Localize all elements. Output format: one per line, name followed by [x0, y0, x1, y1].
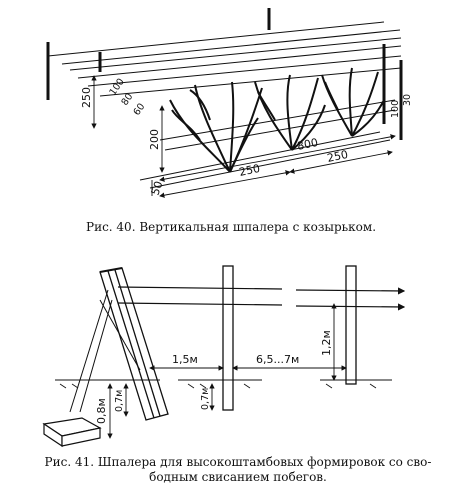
dimension-lines-41	[107, 303, 347, 439]
figure-41-trellis	[42, 265, 406, 448]
dim-length-total: 800	[296, 136, 319, 153]
wires-41	[117, 286, 406, 311]
figure-41-caption-line-2: бодным свисанием побегов.	[149, 470, 327, 484]
figure-40-caption-number: Рис. 40.	[86, 220, 136, 234]
anchor-block	[42, 417, 102, 448]
dim-depth-post-2: 0,7м	[200, 388, 211, 410]
dim-distance-2: 6,5...7м	[256, 353, 299, 366]
figure-40-caption-text: Вертикальная шпалера с козырьком.	[139, 220, 377, 234]
figure-40-caption: Рис. 40. Вертикальная шпалера с козырько…	[86, 220, 376, 234]
trellis-wires	[47, 21, 402, 151]
dimension-lines	[91, 75, 396, 198]
dim-right-b: 30	[402, 94, 413, 106]
dim-span-2: 250	[326, 148, 349, 165]
anchor-braces	[69, 289, 141, 413]
figure-41-caption-line-1: Рис. 41. Шпалера для высокоштамбовых фор…	[44, 455, 432, 469]
dim-depth-post-1: 0,7м	[114, 390, 125, 412]
trellis-posts	[46, 8, 403, 140]
dim-depth-anchor: 0,8м	[95, 398, 108, 424]
posts-41	[222, 265, 357, 411]
dim-spacing-c: 60	[131, 102, 147, 118]
dim-base: 50	[149, 179, 166, 197]
anchor-post	[99, 267, 169, 421]
dim-right-a: 100	[390, 100, 401, 118]
dim-height-wire: 1,2м	[320, 330, 333, 356]
dim-height-left: 250	[80, 87, 93, 108]
dim-height-post: 200	[148, 129, 161, 150]
vine-3	[321, 67, 385, 137]
dim-span-1: 250	[238, 162, 261, 179]
figure-40-trellis	[46, 8, 403, 198]
dim-distance-1: 1,5м	[172, 353, 198, 366]
figure-41-caption: Рис. 41. Шпалера для высокоштамбовых фор…	[28, 455, 448, 485]
figure-41-dimension-labels: 1,5м 6,5...7м 1,2м 0,8м 0,7м 0,7м	[95, 330, 333, 424]
